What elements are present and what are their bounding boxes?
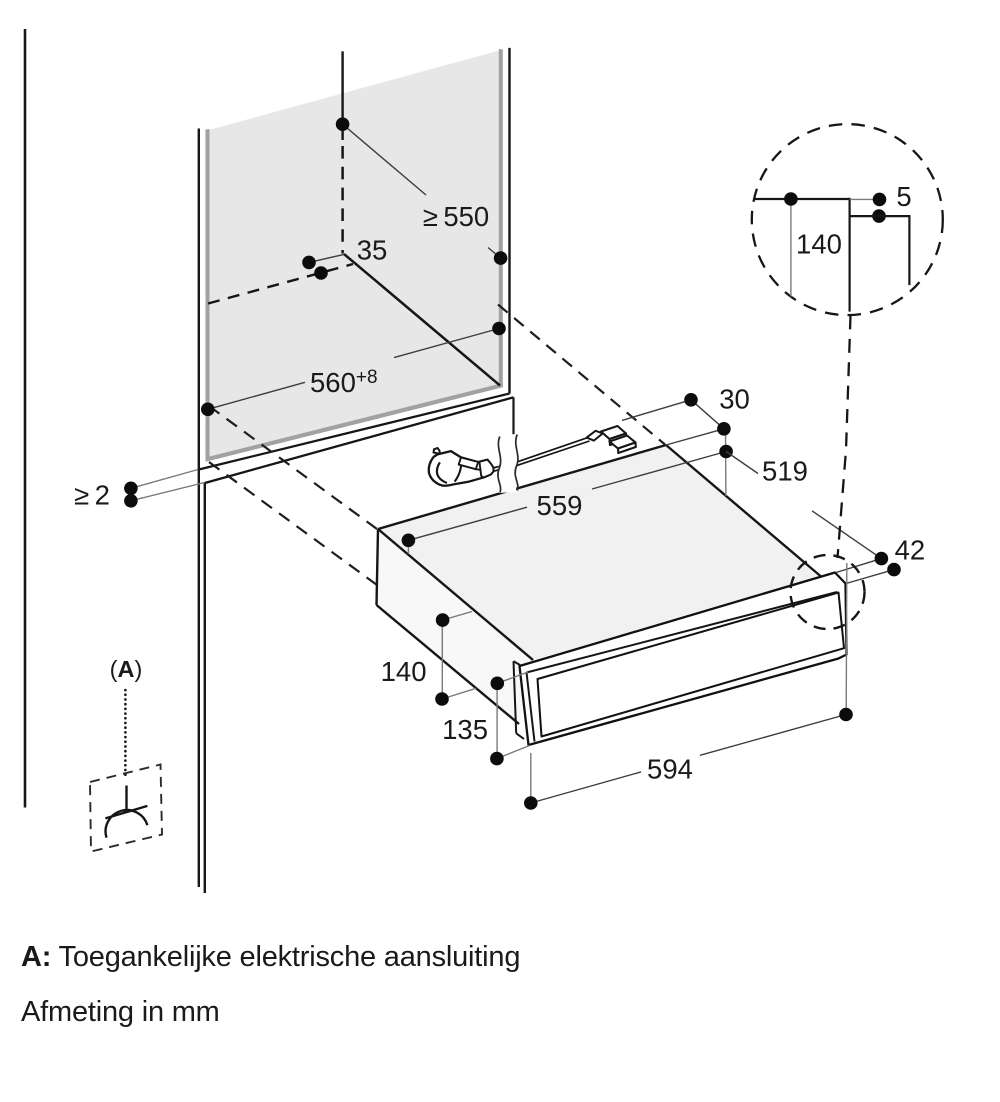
svg-text:135: 135 [442, 714, 488, 745]
svg-text:42: 42 [895, 535, 926, 566]
svg-text:5: 5 [896, 181, 911, 212]
svg-text:(A): (A) [110, 656, 143, 682]
svg-text:Afmeting in mm: Afmeting in mm [21, 996, 220, 1028]
svg-text:519: 519 [762, 456, 808, 487]
svg-text:559: 559 [537, 490, 583, 521]
svg-text:594: 594 [647, 754, 693, 785]
svg-text:140: 140 [381, 656, 427, 687]
svg-text:140: 140 [796, 229, 842, 260]
svg-text:A: Toegankelijke elektrische a: A: Toegankelijke elektrische aansluiting [21, 941, 520, 973]
svg-text:35: 35 [357, 235, 388, 266]
svg-text:≥ 2: ≥ 2 [74, 480, 110, 511]
svg-text:≥ 550: ≥ 550 [423, 201, 489, 232]
svg-text:30: 30 [719, 384, 750, 415]
